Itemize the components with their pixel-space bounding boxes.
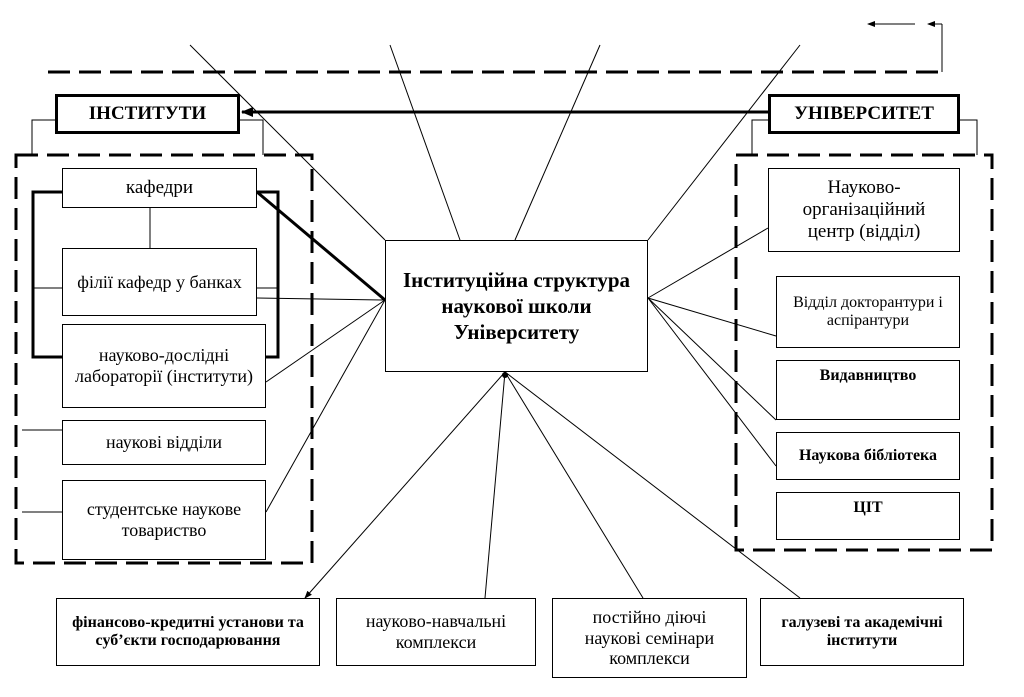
left-unit-viddily: наукові відділи — [62, 420, 266, 465]
right-dashed-group — [734, 153, 994, 552]
center-to-instytuty — [504, 371, 801, 599]
bottom-unit-finansovi: фінансово-кредитні установи та суб’єкти … — [56, 598, 320, 666]
left-thick-bracket-right — [257, 190, 280, 359]
right-unit-cit: ЦІТ — [776, 492, 960, 540]
center-to-filii — [256, 297, 386, 301]
university-bracket-left — [751, 119, 768, 155]
left-dashed-group — [14, 153, 314, 565]
ray-3 — [514, 44, 601, 241]
university-bracket-right — [960, 119, 978, 155]
ray-1 — [189, 44, 386, 241]
right-unit-biblioteka: Наукова бібліотека — [776, 432, 960, 480]
center-to-finansovi — [304, 371, 506, 599]
left-unit-filii: філії кафедр у банках — [62, 248, 257, 316]
right-unit-vydavnytstvo: Видавництво — [776, 360, 960, 420]
center-to-seminary — [504, 371, 644, 599]
center-to-biblioteka — [647, 297, 777, 467]
center-to-kompleksy — [484, 371, 506, 599]
left-thick-bracket — [31, 190, 62, 359]
ray-2 — [389, 44, 461, 241]
center-to-kafedry — [256, 190, 386, 302]
center-box: Інституційна структура наукової школи Ун… — [385, 240, 648, 372]
bottom-unit-kompleksy: науково-навчальні комплекси — [336, 598, 536, 666]
institutes-bracket — [31, 119, 55, 155]
center-to-snt — [265, 299, 386, 513]
center-bottom-node — [502, 372, 508, 378]
center-to-labs — [265, 299, 386, 383]
bottom-unit-seminary: постійно діючі наукові семінари комплекс… — [552, 598, 747, 678]
center-to-doktorantura — [647, 297, 777, 337]
right-unit-doktorantura: Відділ докторантури і аспірантури — [776, 276, 960, 348]
left-unit-labs: науково-дослідні лабораторії (інститути) — [62, 324, 266, 408]
ray-4 — [647, 44, 801, 241]
center-to-vydavnytstvo — [647, 297, 777, 421]
right-unit-noc: Науково-організаційний центр (відділ) — [768, 168, 960, 252]
left-unit-snt: студентське наукове товариство — [62, 480, 266, 560]
institutes-bracket-right — [240, 119, 264, 155]
center-to-noc — [647, 227, 769, 299]
institutes-box: ІНСТИТУТИ — [55, 94, 240, 134]
bottom-unit-instytuty: галузеві та академічні інститути — [760, 598, 964, 666]
university-box: УНІВЕРСИТЕТ — [768, 94, 960, 134]
left-unit-kafedry: кафедри — [62, 168, 257, 208]
